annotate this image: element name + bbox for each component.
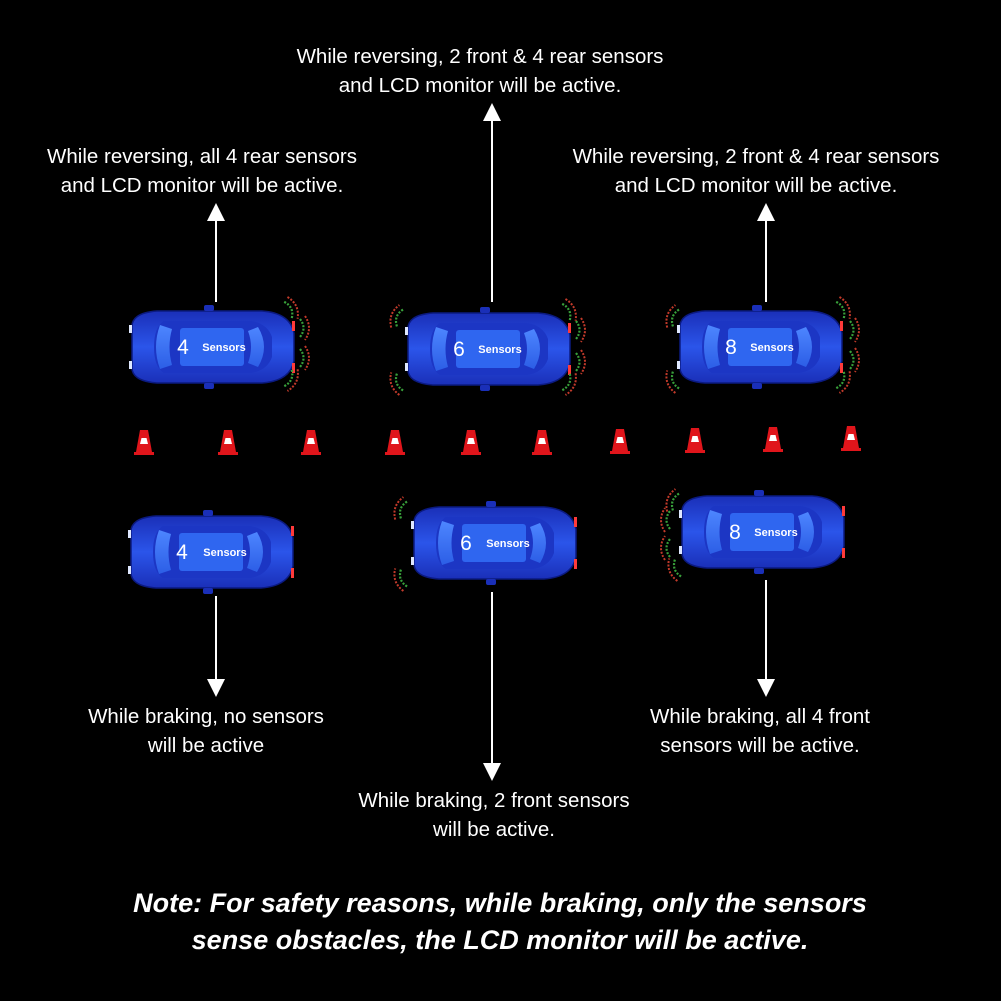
svg-text:6: 6: [453, 338, 465, 361]
svg-text:8: 8: [725, 336, 737, 359]
svg-text:Sensors: Sensors: [750, 342, 793, 354]
car-4-sensors-reversing: 4 Sensors: [128, 304, 296, 390]
cone-icon: [610, 429, 630, 454]
cone-icon: [532, 430, 552, 455]
caption-braking-4: While braking, no sensors will be active: [88, 705, 324, 757]
car-4-sensors-braking: 4 Sensors: [127, 509, 295, 595]
cone-icon: [385, 430, 405, 455]
svg-text:Sensors: Sensors: [754, 527, 797, 539]
svg-text:8: 8: [729, 521, 741, 544]
svg-text:4: 4: [177, 336, 189, 359]
cone-icon: [763, 427, 783, 452]
caption-reversing-8: While reversing, 2 front & 4 rear sensor…: [572, 145, 940, 197]
car-8-sensors-braking: 8 Sensors: [678, 489, 846, 575]
cone-icon: [685, 428, 705, 453]
car-8-sensors-reversing: 8 Sensors: [676, 304, 844, 390]
sensor-waves-front: [659, 486, 684, 584]
caption-braking-8: While braking, all 4 front sensors will …: [650, 705, 870, 757]
svg-text:Sensors: Sensors: [478, 344, 521, 356]
cone-icon: [134, 430, 154, 455]
car-6-sensors-braking: 6 Sensors: [410, 500, 578, 586]
cone-icon: [461, 430, 481, 455]
svg-text:Sensors: Sensors: [486, 538, 529, 550]
car-6-sensors-reversing: 6 Sensors: [404, 306, 572, 392]
sensor-waves-front: [390, 494, 410, 594]
cone-icon: [841, 426, 861, 451]
svg-text:4: 4: [176, 541, 188, 564]
caption-braking-6: While braking, 2 front sensors will be a…: [358, 789, 630, 841]
caption-reversing-4: While reversing, all 4 rear sensors and …: [47, 145, 357, 197]
cone-icon: [218, 430, 238, 455]
cone-icon: [301, 430, 321, 455]
svg-text:6: 6: [460, 532, 472, 555]
traffic-cones: [134, 426, 861, 455]
safety-note: Note: For safety reasons, while braking,…: [133, 888, 867, 955]
caption-reversing-6: While reversing, 2 front & 4 rear sensor…: [296, 45, 664, 97]
svg-text:Sensors: Sensors: [202, 342, 245, 354]
svg-text:Sensors: Sensors: [203, 547, 246, 559]
